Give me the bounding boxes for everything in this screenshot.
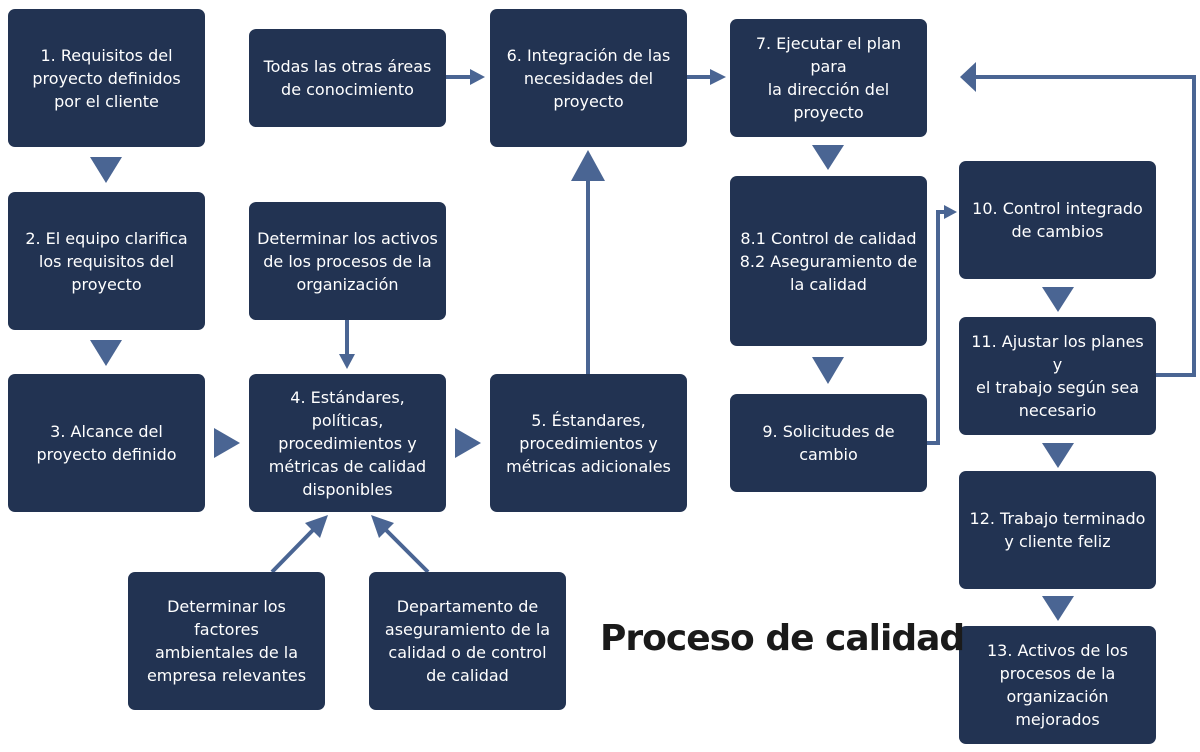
arrowhead-factores-to-4 (305, 515, 328, 538)
node-10-control-integrado: 10. Control integrado de cambios (959, 161, 1156, 279)
node-otras-areas: Todas las otras áreas de conocimiento (249, 29, 446, 127)
arrowhead-11-to-7 (960, 62, 976, 92)
arrowhead-other-to-6 (470, 69, 485, 85)
arrow-1-to-2 (90, 157, 122, 183)
line-9-to-10 (926, 210, 946, 445)
node-2-equipo-clarifica: 2. El equipo clarifica los requisitos de… (8, 192, 205, 330)
node-determinar-factores: Determinar los factores ambientales de l… (128, 572, 325, 710)
arrow-4-to-5 (455, 428, 481, 458)
diagram-title: Proceso de calidad (600, 618, 965, 659)
node-5-estandares-adicionales: 5. Éstandares, procedimientos y métricas… (490, 374, 687, 512)
line-11-to-7 (972, 75, 1196, 377)
arrowhead-depto-to-4 (371, 515, 394, 538)
node-9-solicitudes-cambio: 9. Solicitudes de cambio (730, 394, 927, 492)
line-factores-to-4 (270, 527, 316, 574)
node-1-requisitos: 1. Requisitos del proyecto definidos por… (8, 9, 205, 147)
node-determinar-activos: Determinar los activos de los procesos d… (249, 202, 446, 320)
arrowhead-9-to-10 (944, 205, 957, 219)
node-12-trabajo-terminado: 12. Trabajo terminado y cliente feliz (959, 471, 1156, 589)
arrowhead-5-to-6 (571, 150, 605, 181)
node-8-control-calidad: 8.1 Control de calidad 8.2 Aseguramiento… (730, 176, 927, 346)
arrow-2-to-3 (90, 340, 122, 366)
node-11-ajustar-planes: 11. Ajustar los planes y el trabajo segú… (959, 317, 1156, 435)
arrow-8-to-9 (812, 357, 844, 384)
node-7-ejecutar-plan: 7. Ejecutar el plan para la dirección de… (730, 19, 927, 137)
arrow-12-to-13 (1042, 596, 1074, 621)
arrow-3-to-4 (214, 428, 240, 458)
line-depto-to-4 (383, 527, 430, 574)
arrowhead-6-to-7 (710, 69, 726, 85)
arrow-10-to-11 (1042, 287, 1074, 312)
node-4-estandares: 4. Estándares, políticas, procedimientos… (249, 374, 446, 512)
arrow-11-to-12 (1042, 443, 1074, 468)
arrowhead-activos-to-4 (339, 354, 355, 369)
node-departamento-calidad: Departamento de aseguramiento de la cali… (369, 572, 566, 710)
node-6-integracion: 6. Integración de las necesidades del pr… (490, 9, 687, 147)
arrow-7-to-8 (812, 145, 844, 170)
node-3-alcance: 3. Alcance del proyecto definido (8, 374, 205, 512)
node-13-activos-mejorados: 13. Activos de los procesos de la organi… (959, 626, 1156, 744)
